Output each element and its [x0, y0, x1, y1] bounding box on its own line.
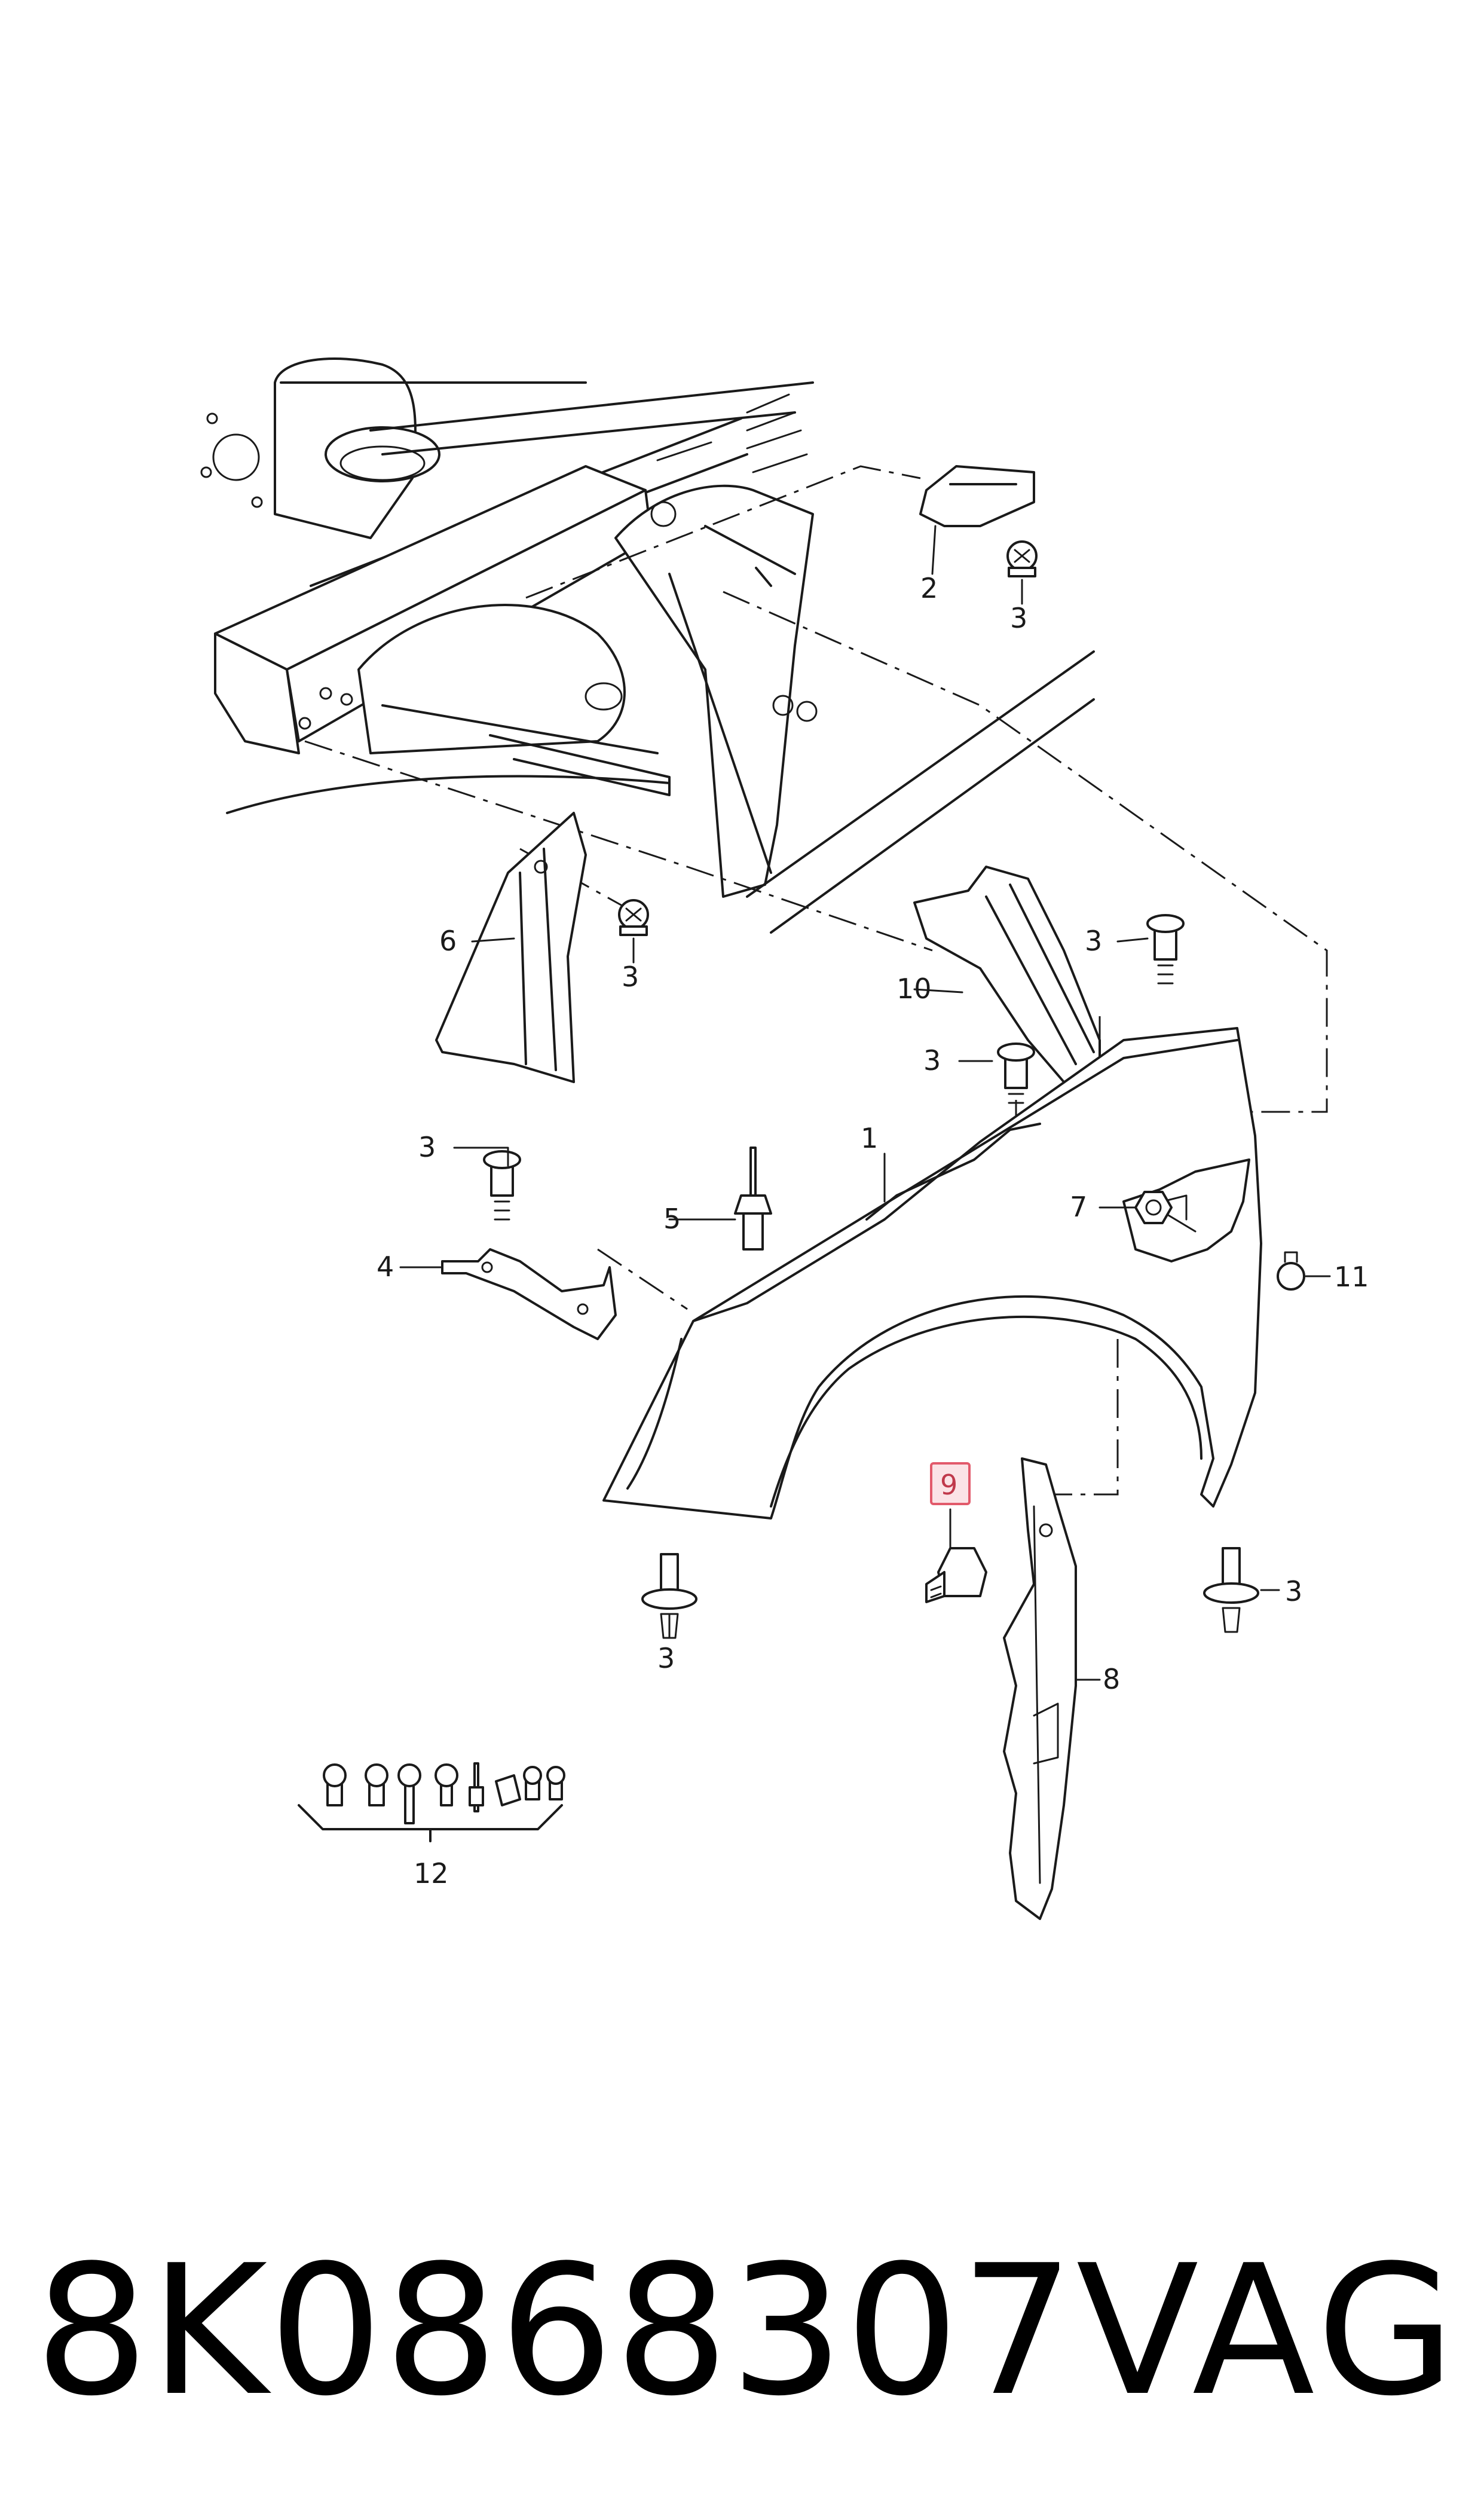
brand-label: VAG: [1076, 2227, 1460, 2435]
callout-3: 3: [1085, 925, 1102, 957]
callout-7: 7: [1070, 1191, 1087, 1223]
part-2-bracket: [919, 465, 1035, 527]
callout-3: 3: [657, 1642, 675, 1674]
callout-10: 10: [896, 973, 932, 1005]
parts-diagram: 1 2 3 3 3 3 3 3 3 3 4 5 6 7 8 9 10 11 12: [200, 357, 1369, 1920]
callout-3: 3: [418, 1131, 436, 1163]
callout-9-highlight: [930, 1462, 971, 1505]
callout-11: 11: [1334, 1261, 1369, 1293]
callout-2: 2: [920, 572, 938, 604]
callout-5: 5: [663, 1203, 681, 1235]
callout-12: 12: [414, 1857, 449, 1890]
callout-3: 3: [1285, 1575, 1302, 1607]
leader-lines: [399, 525, 1331, 1681]
part-4-bracket: [441, 1248, 617, 1340]
part-8-liner: [1003, 1457, 1077, 1920]
part-1-fender: [602, 1027, 1262, 1520]
callout-3: 3: [923, 1044, 941, 1077]
fasteners: [298, 540, 1305, 1842]
callout-8: 8: [1103, 1663, 1120, 1695]
body-structure: [200, 357, 1095, 934]
part-number: 8K0868307: [35, 2227, 1076, 2435]
part-6-support: [435, 812, 587, 1083]
callout-9: 9: [940, 1469, 957, 1501]
callout-6: 6: [439, 925, 457, 957]
footer: 8K0868307 VAG: [0, 2206, 1484, 2457]
callout-4: 4: [377, 1251, 394, 1283]
callout-1: 1: [861, 1122, 878, 1154]
callouts: 1 2 3 3 3 3 3 3 3 3 4 5 6 7 8 9 10 11 12: [377, 572, 1369, 1890]
callout-3: 3: [622, 961, 639, 993]
callout-3: 3: [1010, 602, 1027, 634]
